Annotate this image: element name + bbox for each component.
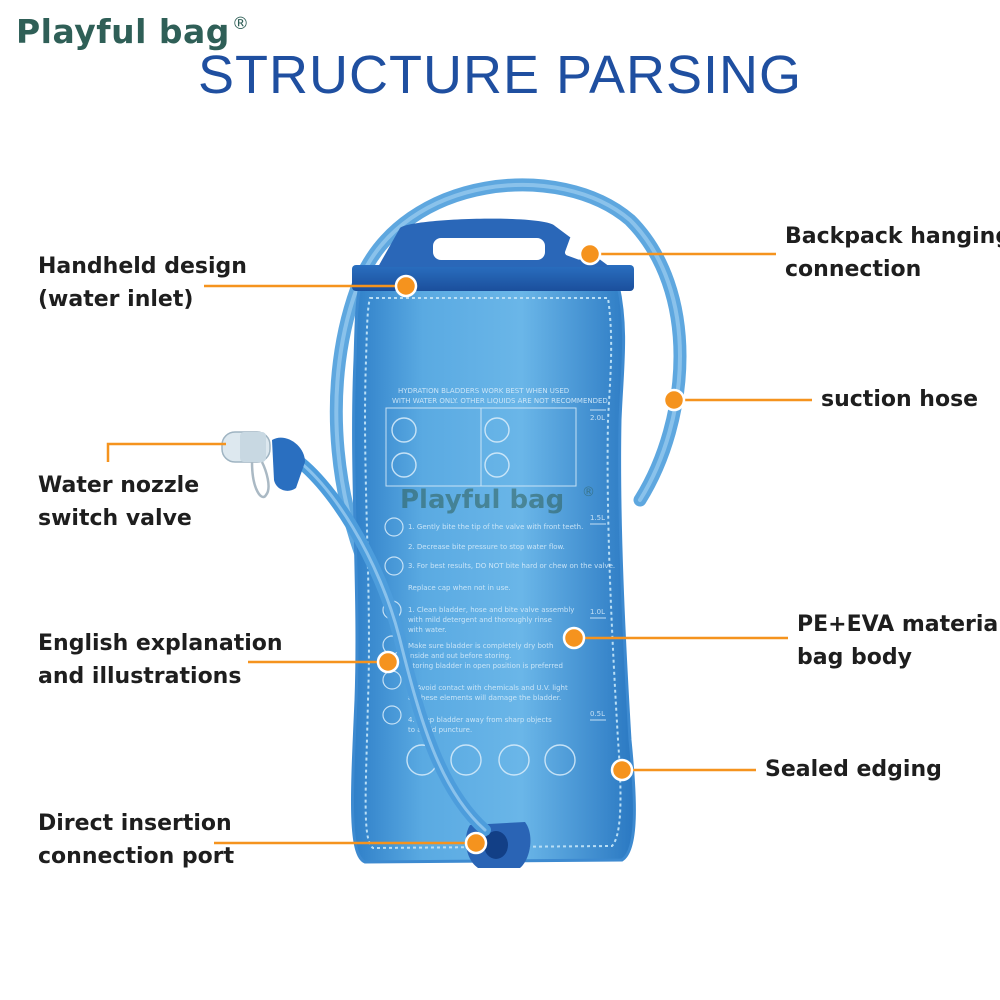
scale-1-5: 1.5L (590, 514, 605, 522)
leader-lines (106, 252, 812, 845)
label-line: (water inlet) (38, 287, 194, 312)
bag-body (351, 283, 636, 864)
label-pe-eva-material: PE+EVA material bag body (797, 608, 1000, 674)
care-9: 4. Keep bladder away from sharp objects (408, 716, 552, 724)
label-line: English explanation (38, 631, 283, 656)
label-line: PE+EVA material (797, 612, 1000, 637)
dot-port (464, 831, 488, 855)
dot-english (376, 650, 400, 674)
care-3: with water. (408, 626, 447, 634)
brand-registered-mark: ® (231, 14, 250, 34)
water-nozzle (221, 431, 305, 498)
label-line: Sealed edging (765, 757, 942, 782)
label-line: connection (785, 257, 922, 282)
label-handheld-design: Handheld design (water inlet) (38, 250, 247, 316)
label-sealed-edging: Sealed edging (765, 753, 942, 786)
care-5: inside and out before storing. (408, 652, 511, 660)
dot-backpack (578, 242, 602, 266)
care-8: as these elements will damage the bladde… (408, 694, 561, 702)
dot-suction (662, 388, 686, 412)
scale-2: 2.0L (590, 414, 605, 422)
print-header-2: WITH WATER ONLY. OTHER LIQUIDS ARE NOT R… (392, 397, 608, 405)
bag-watermark-mark: ® (582, 485, 595, 500)
scale-0-5: 0.5L (590, 710, 605, 718)
dot-handheld (394, 274, 418, 298)
step-4: Replace cap when not in use. (408, 584, 511, 592)
label-line: switch valve (38, 506, 192, 531)
label-line: Handheld design (38, 254, 247, 279)
bag-watermark: Playful bag (400, 485, 564, 515)
brand-logo: Playful bag ® (16, 12, 249, 51)
label-line: Backpack hanging (785, 224, 1000, 249)
step-2: 2. Decrease bite pressure to stop water … (408, 543, 565, 551)
step-1: 1. Gently bite the tip of the valve with… (408, 523, 583, 531)
label-line: Direct insertion (38, 811, 232, 836)
print-header-1: HYDRATION BLADDERS WORK BEST WHEN USED (398, 387, 569, 395)
care-4: Make sure bladder is completely dry both (408, 642, 553, 650)
label-water-nozzle: Water nozzle switch valve (38, 469, 199, 535)
label-line: suction hose (821, 387, 979, 412)
label-line: connection port (38, 844, 235, 869)
dot-sealed (610, 758, 634, 782)
care-2: with mild detergent and thoroughly rinse (408, 616, 552, 624)
inlet-bar (352, 265, 634, 291)
page-title: STRUCTURE PARSING (197, 45, 803, 105)
label-backpack-hanging: Backpack hanging connection (785, 220, 1000, 286)
label-line: and illustrations (38, 664, 242, 689)
label-line: bag body (797, 645, 912, 670)
label-direct-insertion: Direct insertion connection port (38, 807, 234, 873)
label-suction-hose: suction hose (821, 383, 978, 416)
care-10: to avoid puncture. (408, 726, 472, 734)
label-english-explanation: English explanation and illustrations (38, 627, 283, 693)
care-7: 3. Avoid contact with chemicals and U.V.… (408, 684, 568, 692)
label-line: Water nozzle (38, 473, 200, 498)
scale-1: 1.0L (590, 608, 605, 616)
bag-print: HYDRATION BLADDERS WORK BEST WHEN USED W… (382, 387, 615, 776)
care-1: 1. Clean bladder, hose and bite valve as… (408, 606, 574, 614)
step-3: 3. For best results, DO NOT bite hard or… (408, 562, 615, 570)
dot-material (562, 626, 586, 650)
care-6: Storing bladder in open position is pref… (408, 662, 563, 670)
marker-dots (376, 242, 686, 855)
brand-name: Playful bag (16, 12, 230, 51)
